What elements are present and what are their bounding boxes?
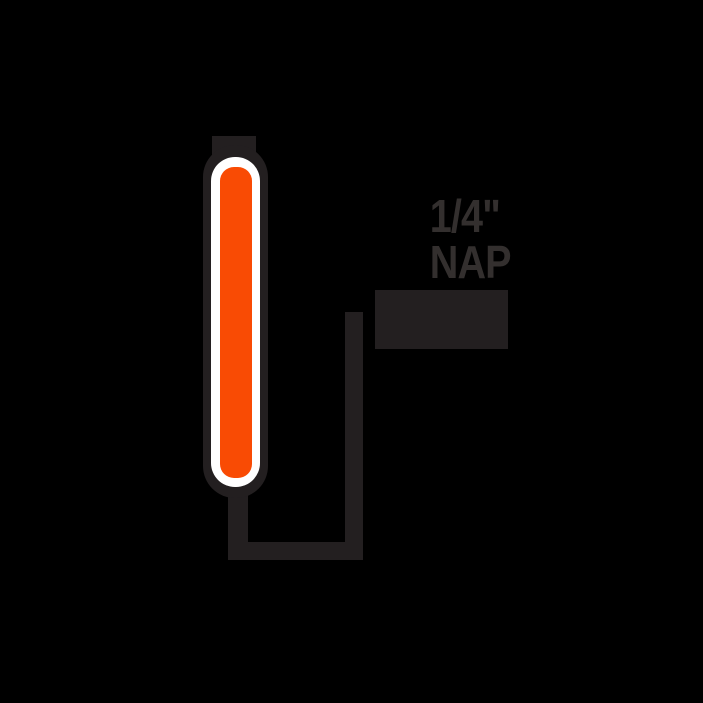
handle-grip: [375, 290, 508, 349]
handle-bottom-bar: [228, 542, 363, 560]
nap-label-line1: 1/4": [430, 191, 500, 242]
roller-orange-nap: [220, 167, 252, 478]
handle-right-stem: [345, 312, 363, 560]
nap-label-line2: NAP: [430, 237, 511, 288]
